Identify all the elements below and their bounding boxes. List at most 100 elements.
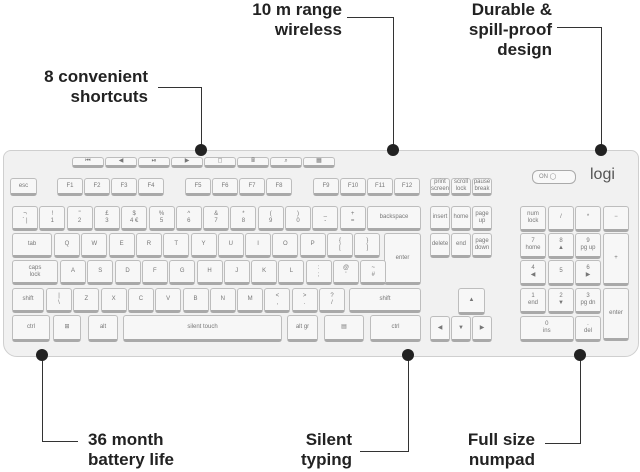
key[interactable]: 🖩 <box>237 157 269 168</box>
key[interactable]: ¬ ` | <box>12 206 38 231</box>
key[interactable]: ◀ <box>430 316 450 342</box>
key[interactable]: * 8 <box>230 206 257 231</box>
key[interactable]: / <box>548 206 574 232</box>
key[interactable]: ) 0 <box>285 206 311 231</box>
key[interactable]: F7 <box>239 178 265 196</box>
key[interactable]: E <box>108 233 135 258</box>
key[interactable]: . del <box>575 316 601 342</box>
key[interactable]: Y <box>190 233 217 258</box>
key[interactable]: F6 <box>212 178 238 196</box>
key[interactable]: delete <box>430 233 450 258</box>
key[interactable]: X <box>100 288 127 313</box>
key[interactable]: £ 3 <box>93 206 120 231</box>
key[interactable]: insert <box>430 206 450 231</box>
key[interactable]: F9 <box>313 178 339 196</box>
key[interactable]: D <box>114 260 141 285</box>
key[interactable]: F5 <box>185 178 211 196</box>
key[interactable]: 6 ▶ <box>575 260 601 286</box>
key[interactable]: S <box>87 260 114 285</box>
key[interactable]: O <box>272 233 299 258</box>
key[interactable]: ⏯ <box>138 157 170 168</box>
key[interactable]: ⏮ <box>72 157 104 168</box>
key[interactable]: C <box>127 288 154 313</box>
key[interactable]: $ 4 € <box>121 206 148 231</box>
key[interactable]: page up <box>472 206 492 231</box>
key[interactable]: enter <box>384 233 421 285</box>
key[interactable]: F <box>141 260 168 285</box>
key[interactable]: esc <box>10 178 37 196</box>
key[interactable]: F1 <box>57 178 83 196</box>
key[interactable]: shift <box>349 288 421 313</box>
key[interactable]: 2 ▼ <box>548 288 574 314</box>
key[interactable]: 0 ins <box>520 316 574 342</box>
key[interactable]: 9 pg up <box>575 233 601 259</box>
key[interactable]: F4 <box>138 178 164 196</box>
key[interactable]: ! 1 <box>39 206 66 231</box>
key[interactable]: F12 <box>394 178 420 196</box>
key[interactable]: A <box>60 260 86 285</box>
key[interactable]: print screen <box>430 178 450 196</box>
key[interactable]: page down <box>472 233 492 258</box>
key[interactable]: { [ <box>327 233 353 258</box>
key[interactable]: ▶ <box>171 157 203 168</box>
key[interactable]: T <box>163 233 190 258</box>
key[interactable]: _ - <box>312 206 339 231</box>
key[interactable]: silent touch <box>123 315 282 342</box>
key[interactable]: 7 home <box>520 233 546 259</box>
key[interactable]: " 2 <box>66 206 93 231</box>
key[interactable]: H <box>196 260 223 285</box>
key[interactable]: N <box>209 288 236 313</box>
key[interactable]: K <box>251 260 278 285</box>
key[interactable]: W <box>81 233 108 258</box>
key[interactable]: enter <box>603 288 629 341</box>
key[interactable]: ▲ <box>458 288 485 315</box>
key[interactable]: V <box>155 288 182 313</box>
key[interactable]: } ] <box>354 233 381 258</box>
key[interactable]: end <box>451 233 471 258</box>
key[interactable]: alt <box>88 315 118 342</box>
power-switch[interactable]: ON ◯ <box>532 170 576 184</box>
key[interactable]: B <box>182 288 209 313</box>
key[interactable]: F11 <box>367 178 393 196</box>
key[interactable]: ctrl <box>12 315 50 342</box>
key[interactable]: 1 end <box>520 288 546 314</box>
key[interactable]: ◀ <box>105 157 137 168</box>
key[interactable]: 5 <box>548 260 574 286</box>
key[interactable]: I <box>245 233 272 258</box>
key[interactable]: % 5 <box>148 206 175 231</box>
key[interactable]: F3 <box>111 178 137 196</box>
key[interactable]: : ; <box>305 260 332 285</box>
key[interactable]: > . <box>291 288 318 313</box>
key[interactable]: home <box>451 206 471 231</box>
key[interactable]: R <box>135 233 162 258</box>
key[interactable]: ( 9 <box>257 206 284 231</box>
key[interactable]: caps lock <box>12 260 58 285</box>
key[interactable]: alt gr <box>287 315 318 342</box>
key[interactable]: | \ <box>46 288 72 313</box>
key[interactable]: ▶ <box>472 316 492 342</box>
key[interactable]: + <box>603 233 629 286</box>
key[interactable]: + = <box>339 206 366 231</box>
key[interactable]: tab <box>12 233 52 258</box>
key[interactable]: U <box>217 233 244 258</box>
key[interactable]: pause break <box>472 178 492 196</box>
key[interactable]: num lock <box>520 206 546 232</box>
key[interactable]: ▤ <box>324 315 364 342</box>
key[interactable]: < , <box>264 288 291 313</box>
key[interactable]: 8 ▲ <box>548 233 574 259</box>
key[interactable]: ⌕ <box>270 157 302 168</box>
key[interactable]: 3 pg dn <box>575 288 601 314</box>
key[interactable]: * <box>575 206 601 232</box>
key[interactable]: L <box>278 260 305 285</box>
key[interactable]: Q <box>54 233 80 258</box>
key[interactable]: ▼ <box>451 316 471 342</box>
key[interactable]: ^ 6 <box>175 206 202 231</box>
key[interactable]: 4 ◀ <box>520 260 546 286</box>
key[interactable]: − <box>603 206 629 232</box>
key[interactable]: & 7 <box>203 206 230 231</box>
key[interactable]: ⊞ <box>53 315 81 342</box>
key[interactable]: backspace <box>367 206 421 231</box>
key[interactable]: Z <box>73 288 100 313</box>
key[interactable]: ◻ <box>204 157 236 168</box>
key[interactable]: J <box>223 260 250 285</box>
